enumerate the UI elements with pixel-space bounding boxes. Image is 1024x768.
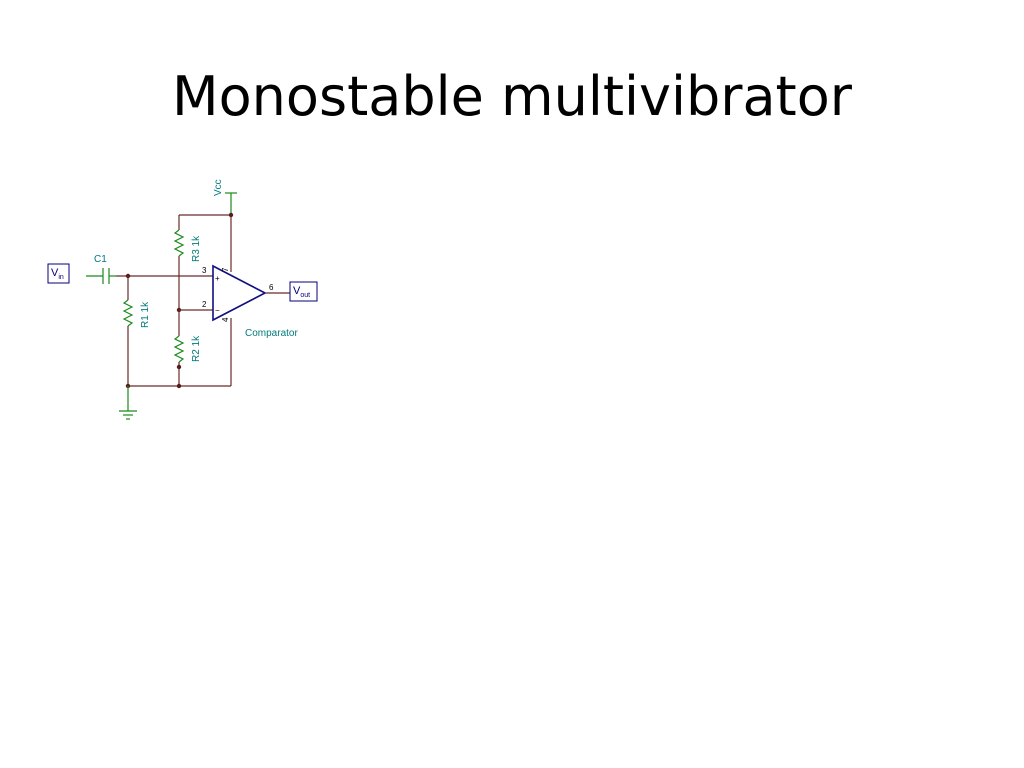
pin-7-label: 7 (221, 267, 230, 272)
pin-6-label: 6 (269, 283, 274, 292)
pin-3-label: 3 (202, 266, 207, 275)
junction-vcc (228, 212, 234, 218)
r1-label: R1 1k (140, 301, 151, 328)
vin-sub: in (58, 274, 64, 281)
resistor-r2: R2 1k (173, 310, 202, 386)
comparator-label: Comparator (245, 328, 298, 339)
opamp-plus-sign: + (215, 274, 220, 283)
svg-text:Vin: Vin (51, 267, 64, 281)
comparator-opamp: + − 3 2 6 7 4 Comparator (202, 264, 298, 339)
junction-ground-mid (176, 383, 182, 389)
pin-4-label: 4 (221, 317, 230, 322)
resistor-r3: R3 1k (173, 215, 202, 310)
junction-r2-bottom (176, 364, 182, 370)
capacitor-c1: C1 (86, 254, 116, 284)
vcc-label: Vcc (213, 179, 224, 196)
slide-title: Monostable multivibrator (172, 65, 852, 128)
resistor-r1: R1 1k (122, 276, 151, 386)
r2-label: R2 1k (191, 335, 202, 362)
vcc-supply: Vcc (213, 179, 237, 215)
c1-label: C1 (94, 254, 107, 265)
ground-symbol (119, 386, 137, 420)
vin-port: Vin (47, 263, 70, 284)
pin-2-label: 2 (202, 300, 207, 309)
svg-text:Vout: Vout (293, 285, 310, 299)
vin-label: V (51, 267, 59, 279)
r3-label: R3 1k (191, 235, 202, 262)
opamp-minus-sign: − (215, 306, 220, 315)
vout-port: Vout (289, 281, 318, 302)
vout-sub: out (300, 292, 310, 299)
vout-label: V (293, 285, 301, 297)
